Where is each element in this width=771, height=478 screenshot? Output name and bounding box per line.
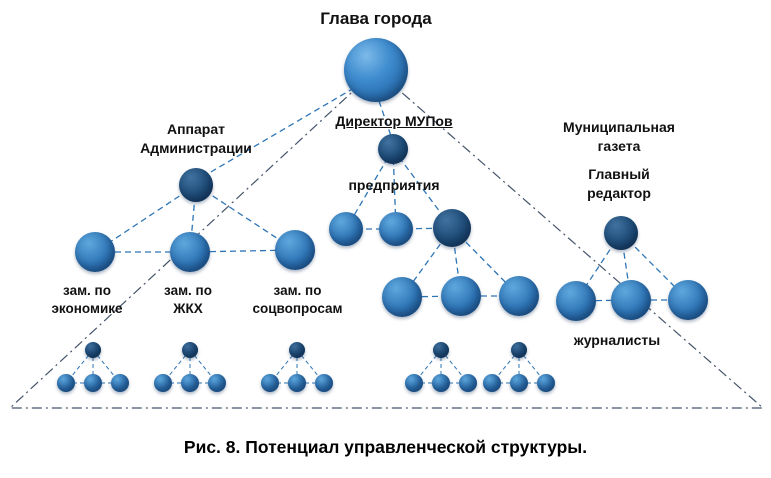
node-deputy-zhkh	[170, 232, 210, 272]
node-cluster2-member	[181, 374, 199, 392]
node-cluster3-lead	[289, 342, 305, 358]
node-enterprise-1	[329, 212, 363, 246]
node-cluster1-lead	[85, 342, 101, 358]
deputy-economy-label: зам. по экономике	[51, 283, 123, 317]
enterprises-label: предприятия	[348, 177, 440, 193]
node-cluster5-member	[510, 374, 528, 392]
node-administration-head	[179, 168, 213, 202]
figure-caption: Рис. 8. Потенциал управленческой структу…	[183, 437, 588, 457]
node-cluster4-member	[459, 374, 477, 392]
node-cluster3-member	[261, 374, 279, 392]
node-cluster3-member	[315, 374, 333, 392]
node-cluster2-lead	[182, 342, 198, 358]
node-deputy-economy	[75, 232, 115, 272]
deputy-social-label: зам. по соцвопросам	[252, 283, 343, 317]
node-cluster4-lead	[433, 342, 449, 358]
node-enterprise-sub-2	[441, 276, 481, 316]
node-enterprise-2	[379, 212, 413, 246]
node-head-of-city	[344, 38, 408, 102]
node-journalist-1	[556, 281, 596, 321]
node-chief-editor	[604, 216, 638, 250]
node-cluster3-member	[288, 374, 306, 392]
node-enterprise-sub-3	[499, 276, 539, 316]
node-cluster4-member	[432, 374, 450, 392]
deputy-zhkh-label: зам. по ЖКХ	[164, 283, 212, 317]
node-cluster5-lead	[511, 342, 527, 358]
node-cluster2-member	[154, 374, 172, 392]
head-of-city-label: Глава города	[320, 9, 432, 28]
node-enterprise-sub-1	[382, 277, 422, 317]
node-journalist-3	[668, 280, 708, 320]
node-mup-director	[378, 134, 408, 164]
chief-editor-label: Главный редактор	[587, 166, 651, 201]
mup-director-label: Директор МУПов	[335, 113, 453, 129]
node-journalist-2	[611, 280, 651, 320]
node-cluster1-member	[111, 374, 129, 392]
administration-label: Аппарат Администрации	[140, 121, 252, 156]
node-cluster5-member	[483, 374, 501, 392]
node-deputy-social	[275, 230, 315, 270]
node-cluster2-member	[208, 374, 226, 392]
node-cluster5-member	[537, 374, 555, 392]
node-cluster1-member	[84, 374, 102, 392]
journalists-label: журналисты	[573, 332, 661, 348]
newspaper-label: Муниципальная газета	[563, 119, 675, 154]
node-cluster1-member	[57, 374, 75, 392]
node-cluster4-member	[405, 374, 423, 392]
node-enterprise-3	[433, 209, 471, 247]
